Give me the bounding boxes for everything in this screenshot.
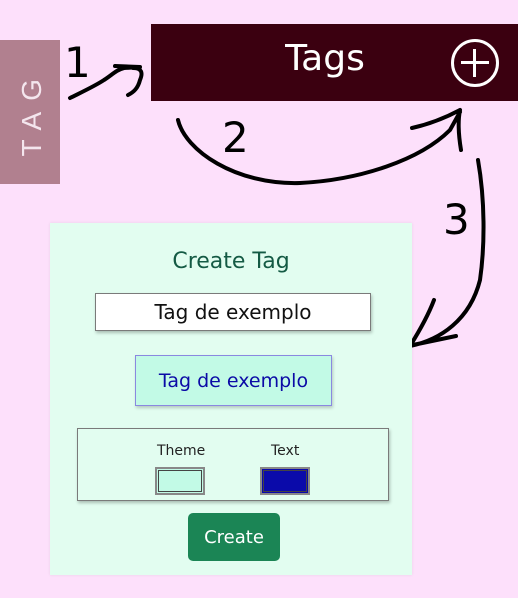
tag-side-tab[interactable]: TAG <box>0 40 60 184</box>
add-tag-button[interactable] <box>451 39 499 87</box>
tag-preview-text: Tag de exemplo <box>158 369 309 392</box>
color-picker-group: Theme Text <box>77 428 389 501</box>
text-color-swatch[interactable] <box>260 467 310 495</box>
tags-header: Tags <box>151 24 518 101</box>
text-color-label: Text <box>271 443 300 459</box>
create-button[interactable]: Create <box>188 513 280 561</box>
page-title: Tags <box>285 38 365 79</box>
panel-title: Create Tag <box>172 249 290 274</box>
create-tag-panel: Create Tag Tag de exemplo Theme Text Cre… <box>50 223 412 575</box>
step-1-label: 1 <box>64 38 91 87</box>
step-3-label: 3 <box>443 195 470 244</box>
theme-color-swatch[interactable] <box>155 467 205 495</box>
step-2-label: 2 <box>222 113 249 162</box>
tag-name-input[interactable] <box>95 293 371 331</box>
side-tab-label: TAG <box>16 67 47 157</box>
arrow-step2 <box>176 108 463 186</box>
arrow-step3 <box>406 158 486 348</box>
tag-preview: Tag de exemplo <box>135 355 332 406</box>
theme-color-label: Theme <box>157 443 206 459</box>
